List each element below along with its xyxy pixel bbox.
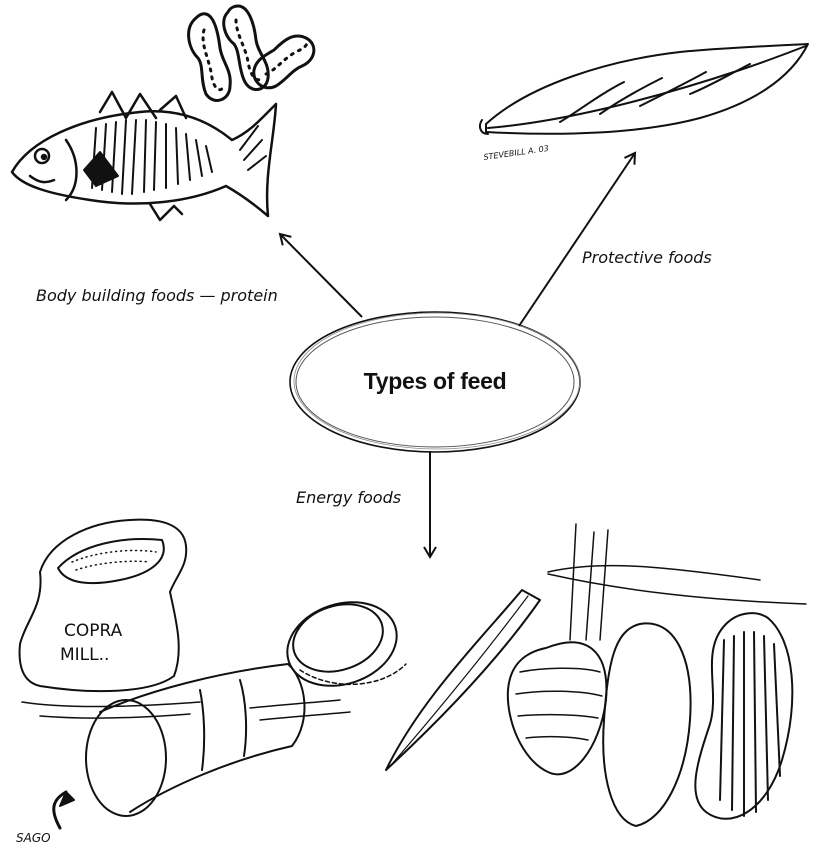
- sago-label: SAGO: [16, 831, 51, 845]
- label-protective-foods: Protective foods: [582, 248, 712, 267]
- label-body-building-foods: Body building foods — protein: [36, 286, 278, 305]
- illustration-signature: STEVEBILL A. 03: [483, 144, 549, 162]
- coconut-illustration: [276, 589, 407, 700]
- copra-sack-illustration: [20, 520, 200, 719]
- root-vegetables-illustration: [386, 524, 806, 826]
- leaf-illustration: [480, 44, 808, 134]
- arrow-body-building: [280, 234, 362, 317]
- peanuts-illustration: [189, 6, 314, 100]
- central-title: Types of feed: [290, 368, 580, 395]
- sack-text-line1: COPRA: [64, 621, 123, 641]
- sago-log-illustration: [54, 664, 350, 828]
- arrow-protective: [519, 153, 635, 326]
- fish-illustration: [12, 92, 276, 220]
- label-energy-foods: Energy foods: [296, 488, 401, 507]
- sack-text-line2: MILL..: [60, 645, 109, 665]
